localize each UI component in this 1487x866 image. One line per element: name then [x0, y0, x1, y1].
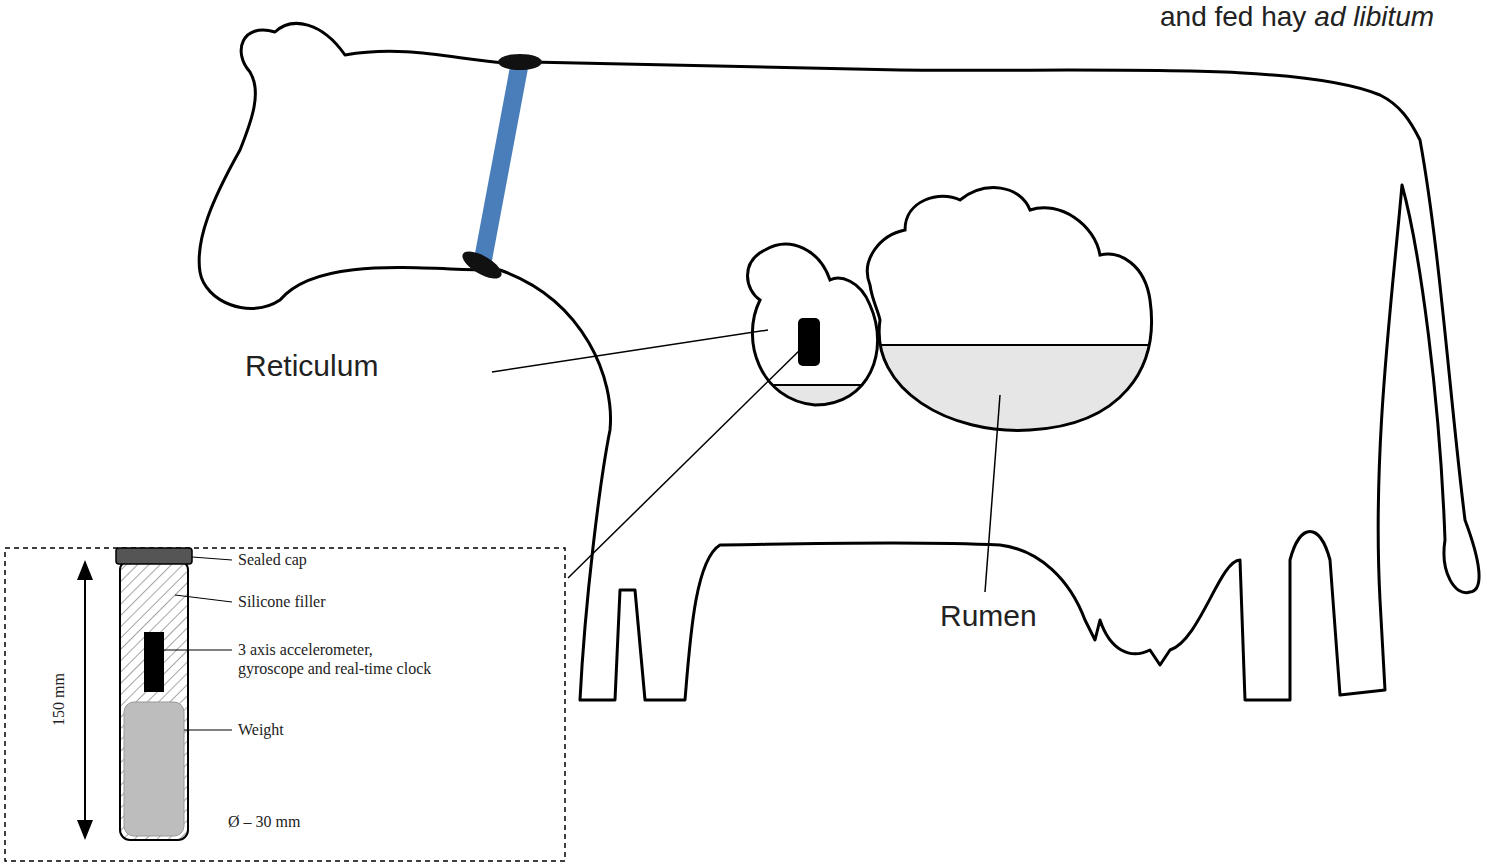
leader-line [164, 650, 232, 651]
leader-line [192, 557, 232, 560]
sensor-board [144, 632, 164, 692]
arrow-head [77, 560, 93, 580]
part-label: Reticulum [245, 348, 378, 384]
part-label: 3 axis accelerometer, gyroscope and real… [238, 640, 438, 678]
dimension-label: Ø – 30 mm [228, 812, 300, 831]
note-text: ad libitum [1314, 0, 1434, 34]
leader-line [175, 595, 232, 602]
collar-clip [498, 54, 542, 70]
dimension-label: 150 mm [48, 674, 67, 727]
collar-clip [458, 246, 505, 284]
collar-strap [482, 62, 520, 265]
part-label: Weight [238, 720, 284, 739]
fluid-level [730, 384, 900, 386]
leader-line [985, 395, 1000, 592]
inset-frame [5, 548, 565, 861]
leader-line [184, 730, 232, 731]
part-label: Rumen [940, 598, 1037, 634]
arrow-head [77, 820, 93, 840]
fluid-level [860, 344, 1160, 346]
sealed-cap [116, 548, 192, 564]
bolus-body [120, 560, 188, 840]
part-label: Sealed cap [238, 550, 307, 569]
weight [124, 702, 184, 836]
bolus [798, 318, 820, 366]
rumen-outline [867, 188, 1151, 431]
leader-line [492, 330, 768, 372]
dimension-line [84, 575, 86, 825]
reticulum-outline [748, 244, 878, 405]
leader-line [568, 345, 805, 578]
part-label: Silicone filler [238, 592, 326, 611]
note-text: and fed hay [1160, 0, 1306, 34]
